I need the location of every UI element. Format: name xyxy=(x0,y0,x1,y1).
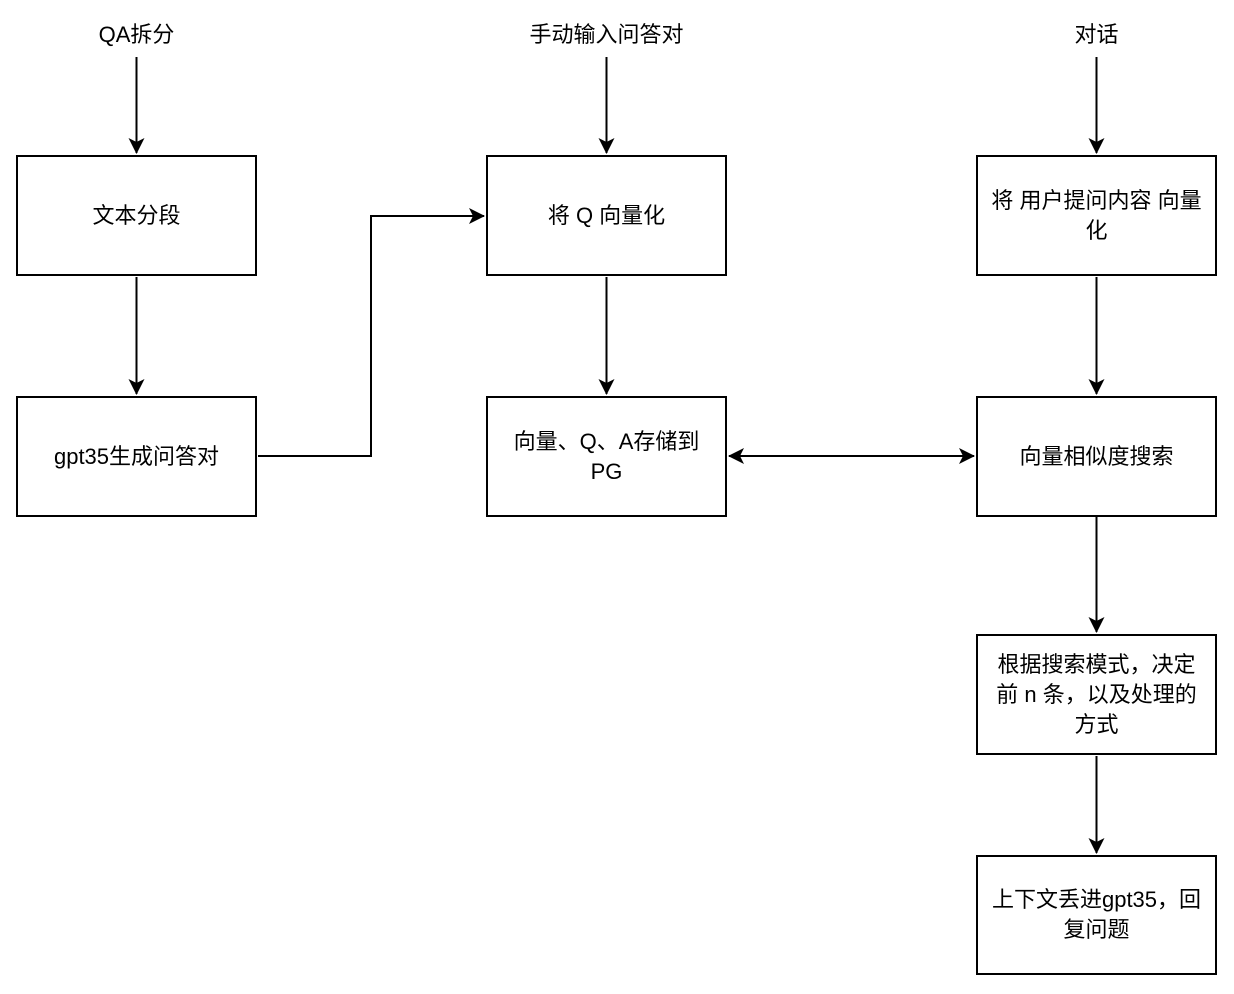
flow-node-gpt35-generate-qa: gpt35生成问答对 xyxy=(16,396,257,517)
entry-label-dialog: 对话 xyxy=(1074,22,1119,47)
flow-node-vectorize-user-question: 将 用户提问内容 向量 化 xyxy=(976,155,1217,276)
entry-label-qa-split: QA拆分 xyxy=(98,22,175,47)
flow-node-search-mode-decision: 根据搜索模式，决定 前 n 条，以及处理的 方式 xyxy=(976,634,1217,755)
arrow-gpt35-generate-qa-to-vectorize-q xyxy=(258,208,485,457)
flow-node-vector-similarity-search: 向量相似度搜索 xyxy=(976,396,1217,517)
flow-node-text-segmentation: 文本分段 xyxy=(16,155,257,276)
entry-label-manual-qa-input: 手动输入问答对 xyxy=(529,22,684,47)
flow-node-store-to-pg: 向量、Q、A存储到 PG xyxy=(486,396,727,517)
flow-node-vectorize-q: 将 Q 向量化 xyxy=(486,155,727,276)
flow-node-gpt35-answer: 上下文丢进gpt35，回 复问题 xyxy=(976,855,1217,975)
